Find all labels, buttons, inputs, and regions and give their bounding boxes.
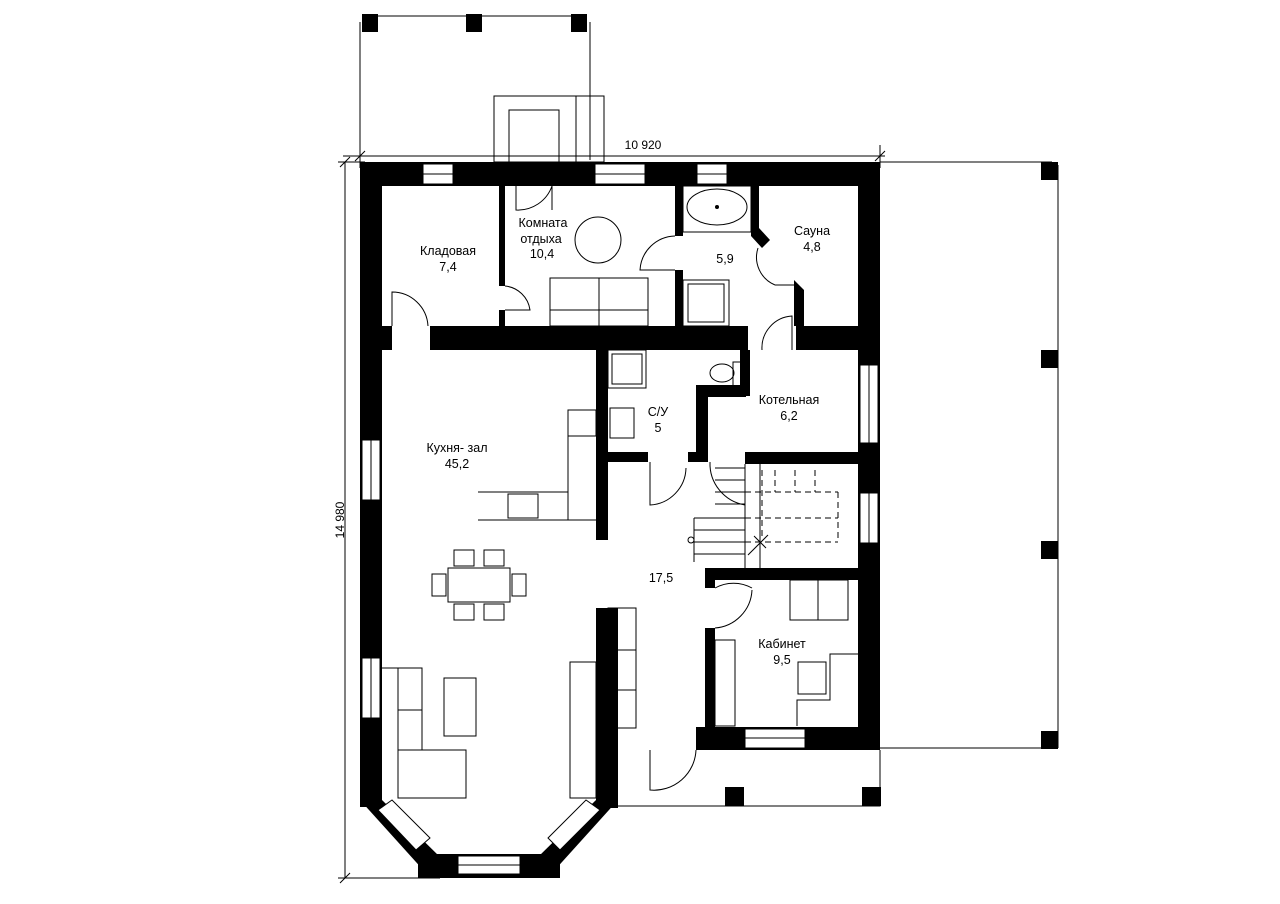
- room-area-hall: 17,5: [649, 571, 673, 585]
- room-name-lounge-line1: Комната: [519, 216, 568, 230]
- room-area-boiler: 6,2: [780, 409, 797, 423]
- room-area-sauna: 4,8: [803, 240, 820, 254]
- room-area-wc: 5: [655, 421, 662, 435]
- width-dimension-label: 10 920: [625, 138, 662, 152]
- windows: [361, 163, 879, 875]
- room-area-office: 9,5: [773, 653, 790, 667]
- room-area-kitchen: 45,2: [445, 457, 469, 471]
- room-name-sauna: Сауна: [794, 224, 830, 238]
- room-area-bath: 5,9: [716, 252, 733, 266]
- doors: [391, 185, 794, 791]
- room-name-boiler: Котельная: [759, 393, 820, 407]
- room-labels: Кладовая 7,4 Комната отдыха 10,4 5,9 Сау…: [420, 216, 830, 667]
- height-dimension-label: 14 980: [333, 501, 347, 538]
- interior-walls: [382, 186, 858, 728]
- room-name-pantry: Кладовая: [420, 244, 476, 258]
- side-pergola: [880, 161, 1059, 749]
- exterior-walls: [360, 162, 880, 878]
- room-area-lounge: 10,4: [530, 247, 554, 261]
- front-pergola: [359, 14, 605, 163]
- room-name-lounge-line2: отдыха: [520, 232, 561, 246]
- room-area-pantry: 7,4: [439, 260, 456, 274]
- room-name-kitchen: Кухня- зал: [426, 441, 487, 455]
- furniture: [382, 185, 858, 799]
- room-name-office: Кабинет: [758, 637, 806, 651]
- staircase: [687, 464, 839, 568]
- entrance-porch: [616, 748, 881, 807]
- room-name-wc: С/У: [648, 405, 669, 419]
